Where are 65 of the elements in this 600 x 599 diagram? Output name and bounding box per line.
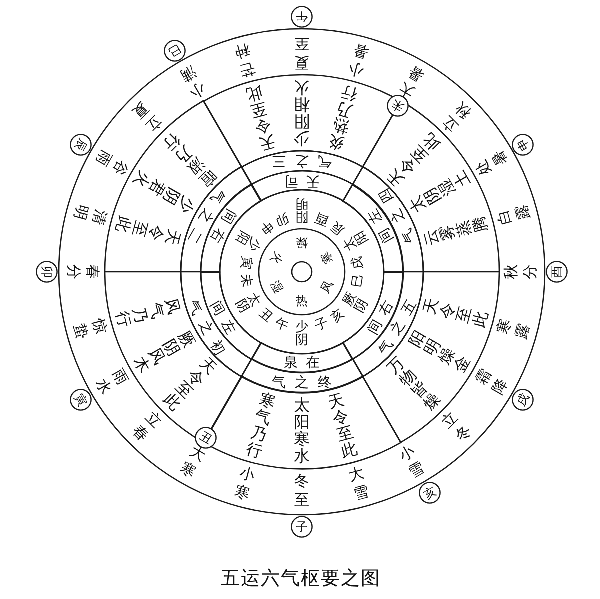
term-label: 雨水 [94,366,131,396]
term-label: 谷雨 [94,148,131,178]
term-label: 清明 [72,204,109,227]
term-label: 春分 [66,264,100,280]
ring-label: 未 [238,273,254,288]
outer-ring [58,28,546,516]
term-label: 芒种 [234,42,257,79]
term-label: 夏至 [294,36,310,70]
term-label: 霜降 [473,366,510,396]
cell-text: 炎热乃行 [326,84,360,153]
branch-circle: 午 [291,6,313,28]
term-label: 白露 [495,204,532,227]
center-circle [291,261,313,283]
term-label: 处暑 [473,148,510,178]
branch-circle: 子 [291,516,313,538]
ring-label: 火 [268,249,286,266]
term-label: 惊蛰 [72,317,109,340]
ring-label: 辰 [328,218,347,237]
cell-text: 天令至此 [421,296,490,330]
branch-circle: 申 [512,134,534,156]
term-label: 小雪 [396,443,426,480]
ring-label: 阳明 [296,197,308,223]
branch-circle: 酉 [546,261,568,283]
term-label: 立秋 [440,100,474,134]
ring-label: 寅 [238,256,254,271]
ring-label: 戌 [350,256,366,271]
term-label: 秋分 [504,264,538,280]
term-label: 寒露 [495,317,532,340]
sector-cell [240,150,364,186]
term-label: 冬至 [294,474,310,508]
cell-text: 寒气乃行 [244,391,278,460]
cell-text: 三之气 [272,154,332,168]
term-label: 立夏 [130,100,164,134]
term-label: 大雪 [347,465,370,502]
term-label: 小满 [178,64,208,101]
ring-label: 热 [296,295,308,307]
cell-text: 太阳寒水 [294,397,310,464]
ring-label: 寒 [318,249,336,266]
cell-text: 天令至此 [244,84,278,153]
ring-label: 午 [273,316,290,334]
ring-label: 湿 [268,278,286,295]
cell-text: 风气乃行 [114,296,183,330]
ring-label: 少阴 [296,321,308,347]
ring-label: 巳 [350,273,366,288]
term-label: 立冬 [440,410,474,444]
branch-circle: 卯 [36,261,58,283]
cell-text: 少阳相火 [294,80,310,146]
branch-circle: 辰 [70,134,92,156]
ring-label: 酉 [314,210,331,228]
term-label: 立春 [130,410,164,444]
cell-text: 天令至此 [114,214,183,248]
cell-text: 司天 [284,174,320,188]
branch-circle: 寅 [70,388,92,410]
term-label: 小暑 [347,42,370,79]
term-label: 小寒 [234,465,257,502]
cell-text: 天令至此 [326,391,360,460]
branch-circle: 巳 [164,40,186,62]
ring-label: 风 [318,278,336,295]
ring-label: 子 [314,316,331,334]
ring-label: 燥 [296,237,308,249]
ring-label: 卯 [273,210,290,228]
branch-circle: 戌 [512,388,534,410]
branch-circle: 亥 [418,482,440,504]
cell-text: 云雾蒸腾 [421,214,490,248]
caption: 五运六气枢要之图 [221,570,381,588]
